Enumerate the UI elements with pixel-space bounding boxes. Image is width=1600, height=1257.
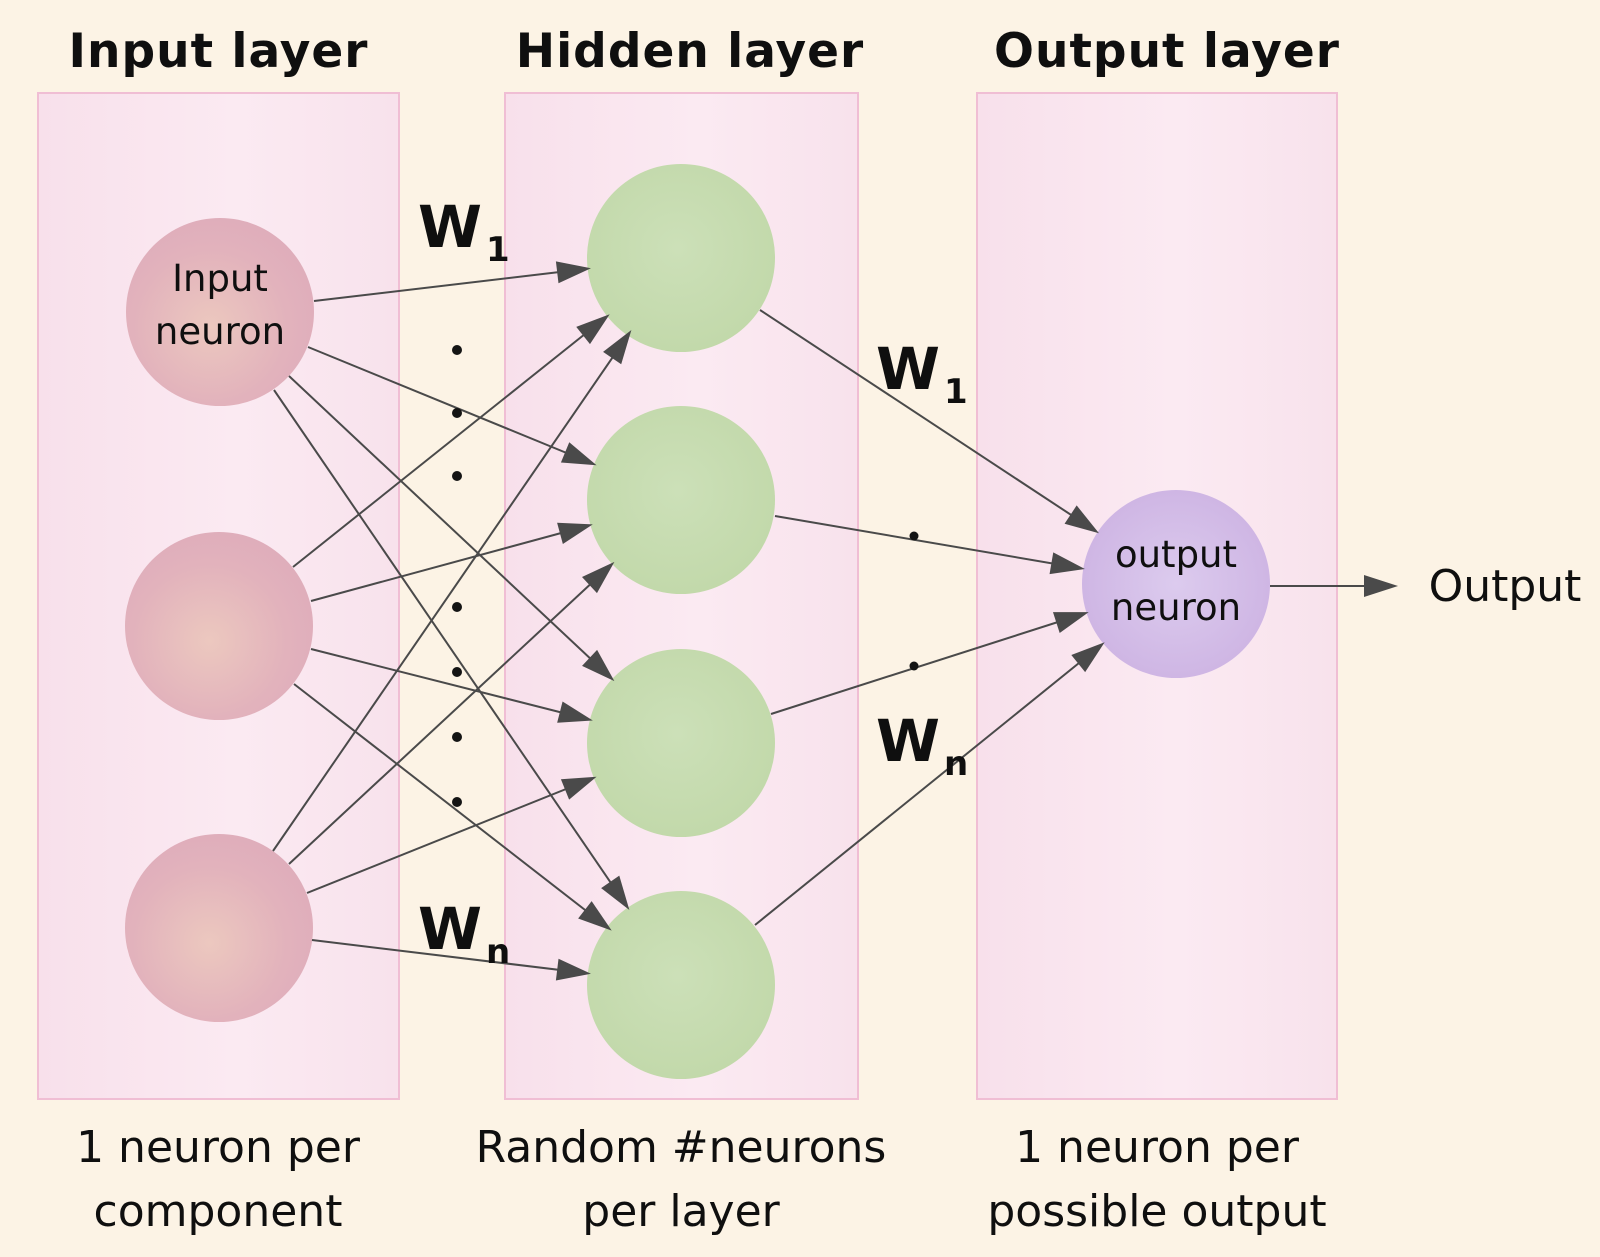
output-layer-title: Output layer bbox=[994, 24, 1340, 79]
ellipsis-dot bbox=[452, 408, 462, 418]
edge-h4-o1 bbox=[754, 642, 1105, 926]
weight-base: W bbox=[876, 707, 940, 775]
input-neuron-label-line2: neuron bbox=[154, 310, 286, 353]
hidden-neurons bbox=[587, 164, 775, 1079]
edge-i2-h4 bbox=[293, 683, 612, 931]
ellipsis-dot bbox=[452, 345, 462, 355]
output-neuron bbox=[1082, 490, 1270, 678]
input-hidden-ellipsis bbox=[452, 345, 462, 807]
hidden-layer-title: Hidden layer bbox=[515, 24, 865, 79]
ellipsis-dot bbox=[452, 471, 462, 481]
edge-i2-h3 bbox=[310, 648, 593, 723]
edge-h1-o1 bbox=[759, 309, 1100, 534]
hidden-neuron-1 bbox=[587, 164, 775, 352]
output-neuron-label: output neuron bbox=[1076, 528, 1276, 634]
output-neuron-label-line1: output bbox=[1114, 533, 1238, 576]
output-caption-line2: possible output bbox=[987, 1186, 1327, 1237]
edge-i3-h3 bbox=[306, 776, 597, 894]
edge-i1-h1 bbox=[313, 261, 591, 302]
hidden-to-output-connections bbox=[754, 309, 1105, 926]
ellipsis-dot bbox=[452, 667, 462, 677]
hidden-neuron-4 bbox=[587, 891, 775, 1079]
edge-h2-o1 bbox=[774, 515, 1085, 575]
edge-i3-h1 bbox=[272, 330, 632, 852]
hidden-neuron-2 bbox=[587, 406, 775, 594]
hidden-neuron-3 bbox=[587, 649, 775, 837]
input-caption-line1: 1 neuron per bbox=[76, 1122, 360, 1173]
output-result-label: Output bbox=[1428, 561, 1582, 612]
weight-subscript: 1 bbox=[485, 230, 510, 270]
hidden-caption-line2: per layer bbox=[582, 1186, 780, 1237]
hidden-output-ellipsis bbox=[909, 531, 919, 671]
weight-base: W bbox=[876, 335, 940, 403]
input-neuron-2 bbox=[125, 532, 313, 720]
hidden-caption-line1: Random #neurons bbox=[475, 1122, 887, 1173]
input-caption-line2: component bbox=[93, 1186, 343, 1237]
output-caption-line1: 1 neuron per bbox=[1015, 1122, 1299, 1173]
weight-subscript: n bbox=[485, 932, 511, 972]
ellipsis-dot bbox=[909, 531, 919, 541]
input-layer-caption: 1 neuron per component bbox=[18, 1116, 418, 1244]
hidden-layer-caption: Random #neurons per layer bbox=[425, 1116, 937, 1244]
edge-i1-h4 bbox=[273, 389, 630, 910]
edge-i2-h1 bbox=[292, 314, 610, 568]
edge-i1-h3 bbox=[288, 375, 615, 682]
edge-h3-o1 bbox=[770, 612, 1089, 715]
weight-base: W bbox=[418, 895, 482, 963]
output-layer-caption: 1 neuron per possible output bbox=[937, 1116, 1377, 1244]
weight-subscript: 1 bbox=[943, 372, 968, 412]
input-to-hidden-connections bbox=[272, 261, 632, 981]
weight-base: W bbox=[418, 193, 482, 261]
input-neurons bbox=[125, 218, 314, 1022]
input-neuron-3 bbox=[125, 834, 313, 1022]
input-layer-title: Input layer bbox=[68, 24, 369, 79]
output-neuron-label-line2: neuron bbox=[1110, 586, 1242, 629]
input-neuron-1 bbox=[126, 218, 314, 406]
input-neuron-label-line1: Input bbox=[172, 257, 268, 300]
weight-subscript: n bbox=[943, 744, 969, 784]
edge-i3-h4 bbox=[311, 939, 591, 981]
edge-i2-h2 bbox=[310, 522, 593, 602]
ellipsis-dot bbox=[909, 661, 919, 671]
ellipsis-dot bbox=[452, 797, 462, 807]
edge-i3-h2 bbox=[288, 561, 615, 865]
ellipsis-dot bbox=[452, 732, 462, 742]
edge-i1-h2 bbox=[307, 346, 597, 466]
input-neuron-label: Input neuron bbox=[120, 252, 320, 358]
ellipsis-dot bbox=[452, 602, 462, 612]
